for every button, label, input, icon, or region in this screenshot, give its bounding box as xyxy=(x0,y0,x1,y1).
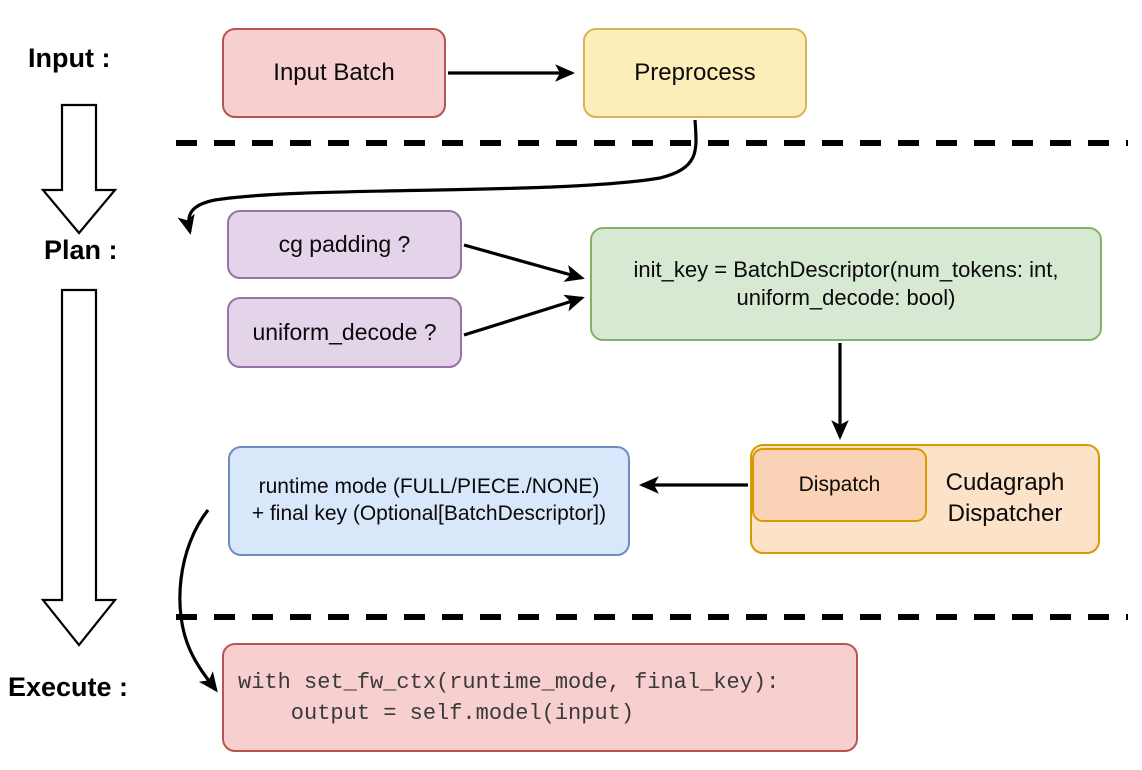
node-preprocess[interactable]: Preprocess xyxy=(583,28,807,118)
node-preprocess-label: Preprocess xyxy=(634,58,756,86)
arrow-runtime-mode-to-execute-code xyxy=(178,509,218,693)
node-cg-padding[interactable]: cg padding ? xyxy=(227,210,462,279)
node-cudagraph-dispatcher-line2: Dispatcher xyxy=(947,500,1063,527)
node-runtime-mode-line1: runtime mode (FULL/PIECE./NONE) xyxy=(258,475,600,499)
node-uniform-decode[interactable]: uniform_decode ? xyxy=(227,297,462,368)
stage-label-plan: Plan : xyxy=(44,235,118,265)
node-uniform-decode-label: uniform_decode ? xyxy=(252,318,437,345)
node-cudagraph-dispatcher-line1: Cudagraph xyxy=(945,469,1065,497)
plan-to-execute-big-arrow xyxy=(40,288,118,647)
node-runtime-mode[interactable]: runtime mode (FULL/PIECE./NONE) + final … xyxy=(228,446,630,556)
node-dispatch-label: Dispatch xyxy=(798,472,881,496)
node-execute-code-line1: with set_fw_ctx(runtime_mode, final_key)… xyxy=(238,670,780,695)
arrow-cg-padding-to-init-key xyxy=(463,243,585,282)
node-input-batch-label: Input Batch xyxy=(273,58,395,86)
stage-label-execute: Execute : xyxy=(8,672,129,702)
node-init-key[interactable]: init_key = BatchDescriptor(num_tokens: i… xyxy=(590,227,1102,341)
node-input-batch[interactable]: Input Batch xyxy=(222,28,446,118)
node-cg-padding-label: cg padding ? xyxy=(278,230,411,257)
arrow-uniform-decode-to-init-key xyxy=(463,294,585,337)
node-execute-code[interactable]: with set_fw_ctx(runtime_mode, final_key)… xyxy=(222,643,858,752)
node-init-key-line1: init_key = BatchDescriptor(num_tokens: i… xyxy=(633,256,1059,282)
node-runtime-mode-line2: + final key (Optional[BatchDescriptor]) xyxy=(251,502,607,525)
input-to-plan-big-arrow xyxy=(40,103,118,235)
node-execute-code-line2: output = self.model(input) xyxy=(238,701,635,727)
node-init-key-line2: uniform_decode: bool) xyxy=(736,285,956,310)
stage-label-input: Input : xyxy=(28,43,111,73)
node-dispatch[interactable]: Dispatch xyxy=(752,448,927,522)
